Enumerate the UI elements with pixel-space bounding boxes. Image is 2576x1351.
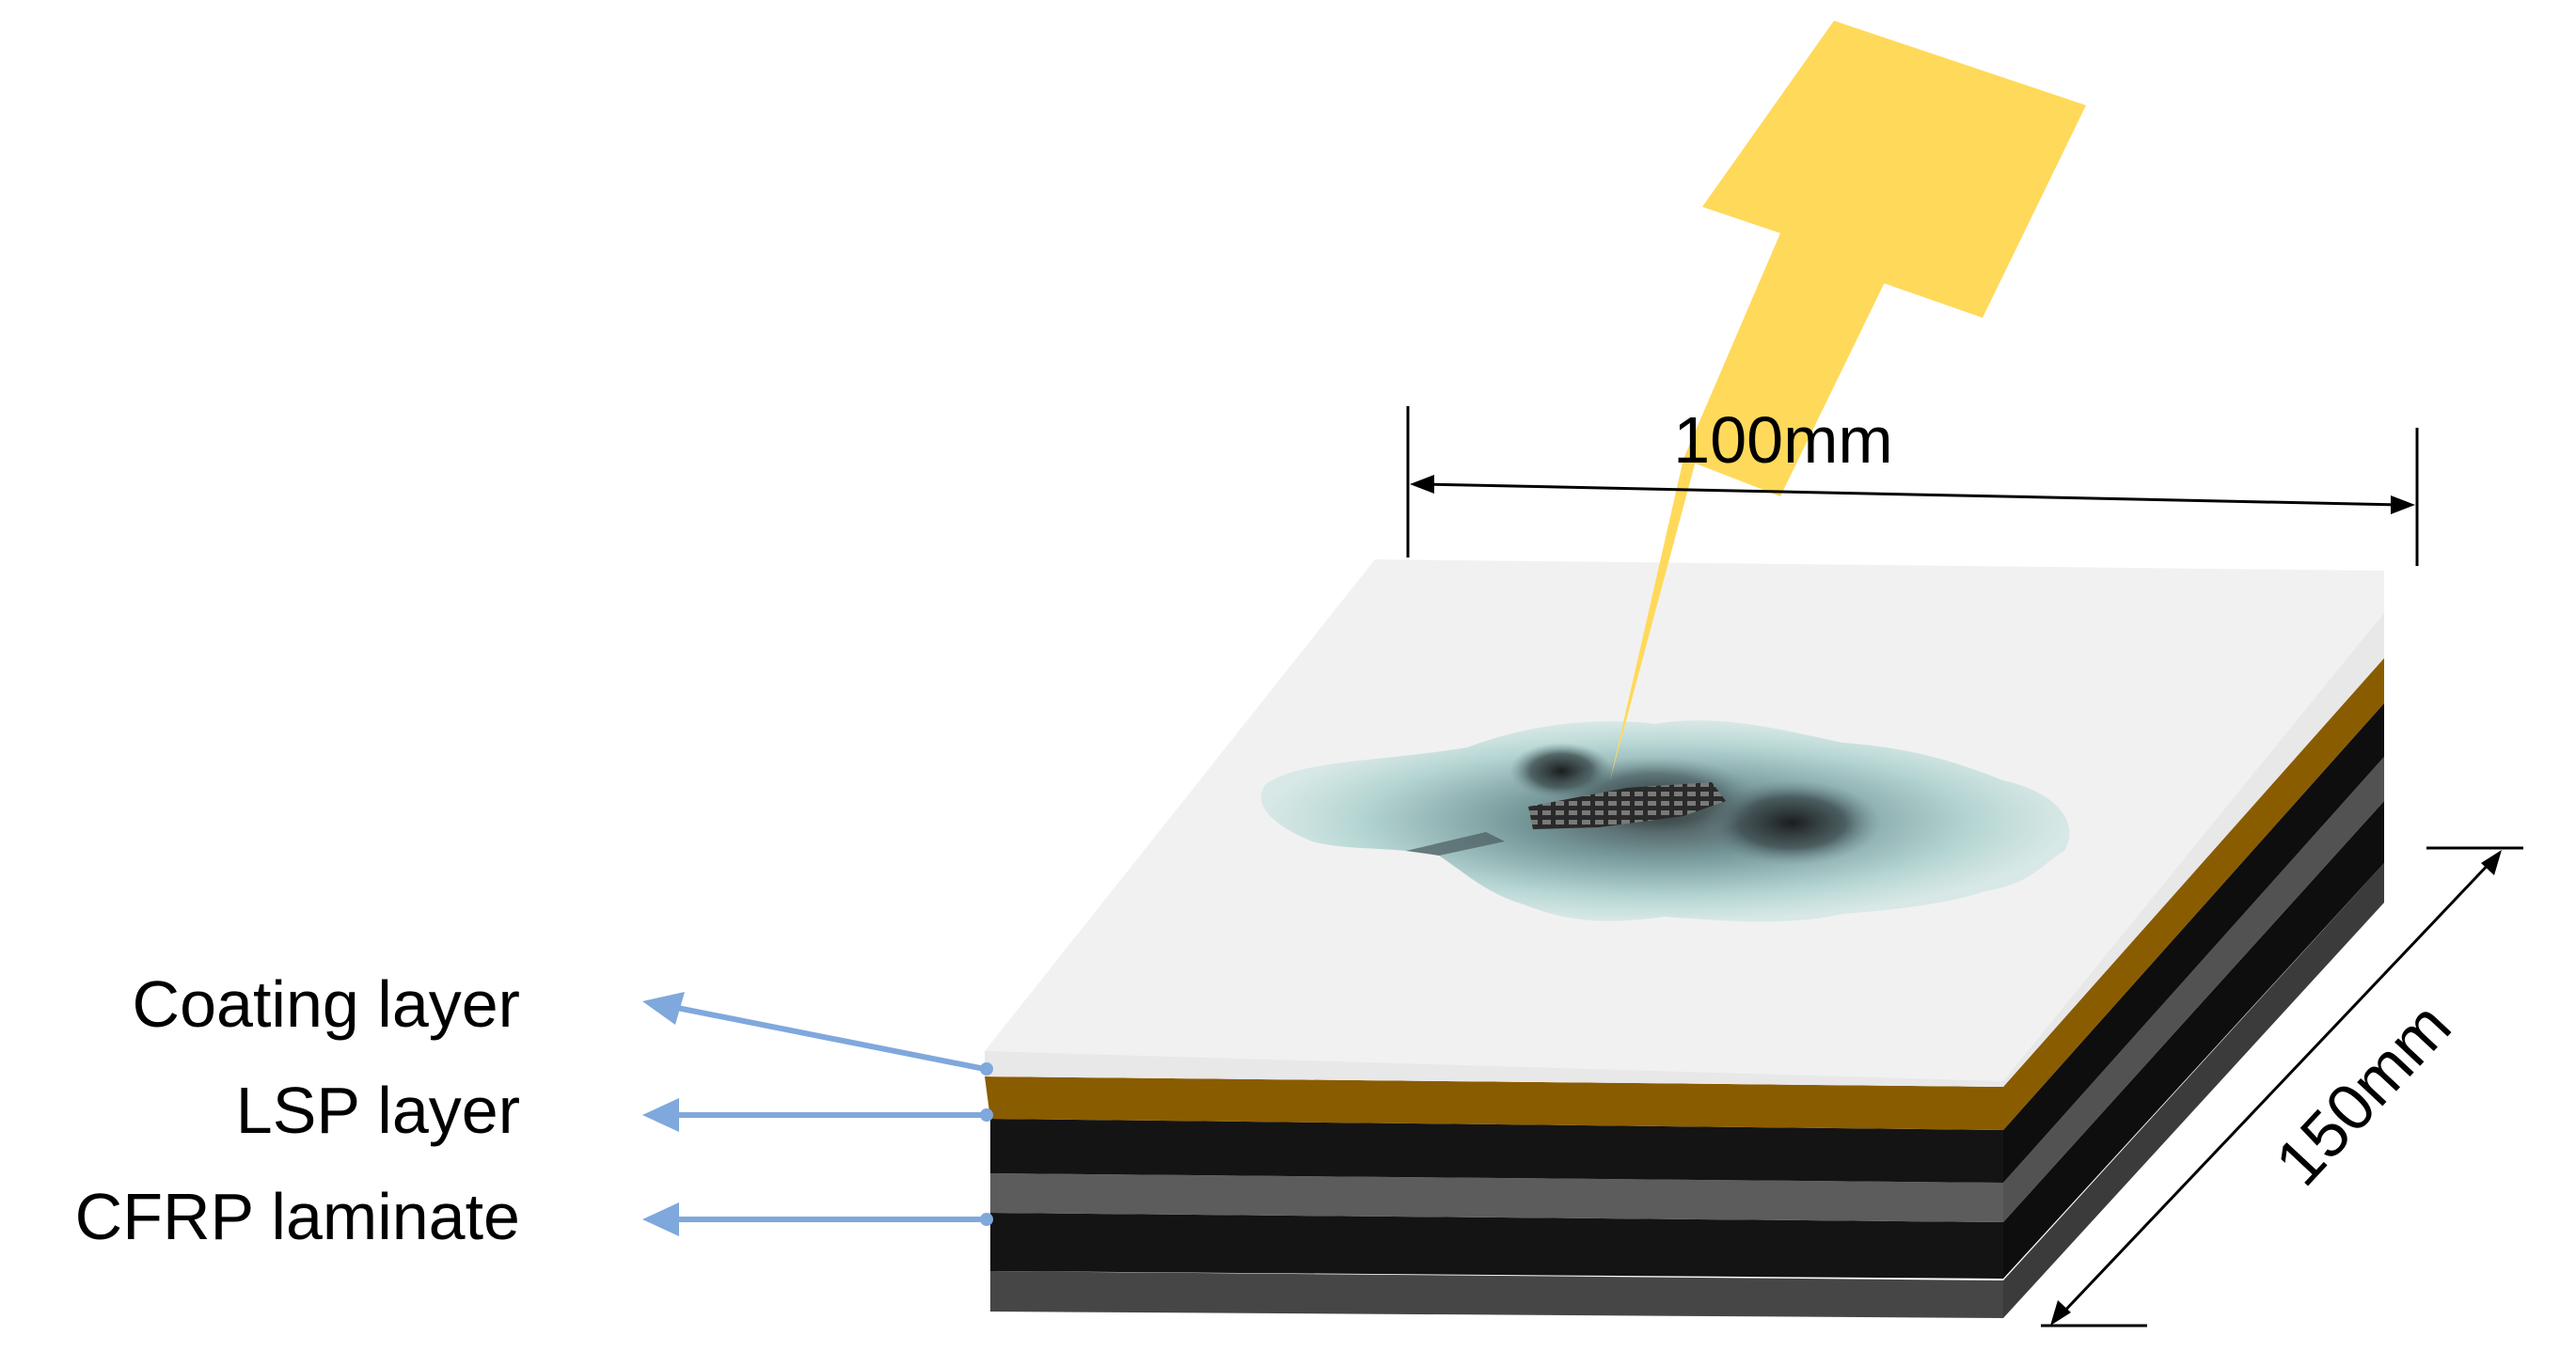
damage-streak	[1406, 832, 1505, 856]
depth-dim-arrow-bottom	[2050, 1300, 2071, 1326]
width-dim-arrow-left	[1410, 475, 1434, 494]
coating-arrow-head	[642, 992, 685, 1025]
damage-area	[1261, 720, 2070, 922]
cfrp-arrow-head	[642, 1202, 679, 1236]
lsp-layer-side	[2003, 658, 2384, 1130]
cfrp-laminate-label: CFRP laminate	[75, 1180, 520, 1253]
cfrp-black-layer-2-front	[990, 1213, 2003, 1279]
lsp-arrow-dot	[980, 1108, 993, 1122]
coating-arrow-dot	[980, 1062, 993, 1076]
bottom-layer-front	[990, 1271, 2003, 1318]
depth-dim-arrow-top	[2481, 850, 2502, 875]
layer-callouts: Coating layer LSP layer CFRP laminate	[75, 967, 993, 1253]
width-dim-line	[1424, 482, 2401, 507]
bottom-layer-side	[2003, 863, 2384, 1318]
cfrp-black-layer-2-side	[2003, 801, 2384, 1279]
cfrp-arrow-dot	[980, 1213, 993, 1226]
exposed-mesh	[1528, 782, 1726, 829]
lsp-layer-label: LSP layer	[236, 1074, 520, 1147]
cfrp-black-layer-1-side	[2003, 703, 2384, 1183]
width-dimension: 100mm	[1406, 403, 2419, 566]
width-dim-arrow-right	[2391, 495, 2415, 514]
width-dimension-label: 100mm	[1673, 403, 1892, 477]
laminate-stack	[985, 559, 2384, 1318]
lsp-layer-front	[985, 1076, 2003, 1130]
lightning-bolt-icon	[1610, 21, 2086, 780]
depth-dim-line	[2058, 858, 2494, 1318]
cfrp-grey-layer-side	[2003, 757, 2384, 1222]
lsp-arrow-head	[642, 1098, 679, 1132]
cfrp-grey-layer-front	[990, 1173, 2003, 1222]
coating-layer-label: Coating layer	[133, 967, 520, 1041]
depth-dimension-label: 150mm	[2261, 989, 2464, 1200]
coating-arrow-line	[657, 1001, 986, 1072]
cfrp-black-layer-1-front	[990, 1119, 2003, 1183]
